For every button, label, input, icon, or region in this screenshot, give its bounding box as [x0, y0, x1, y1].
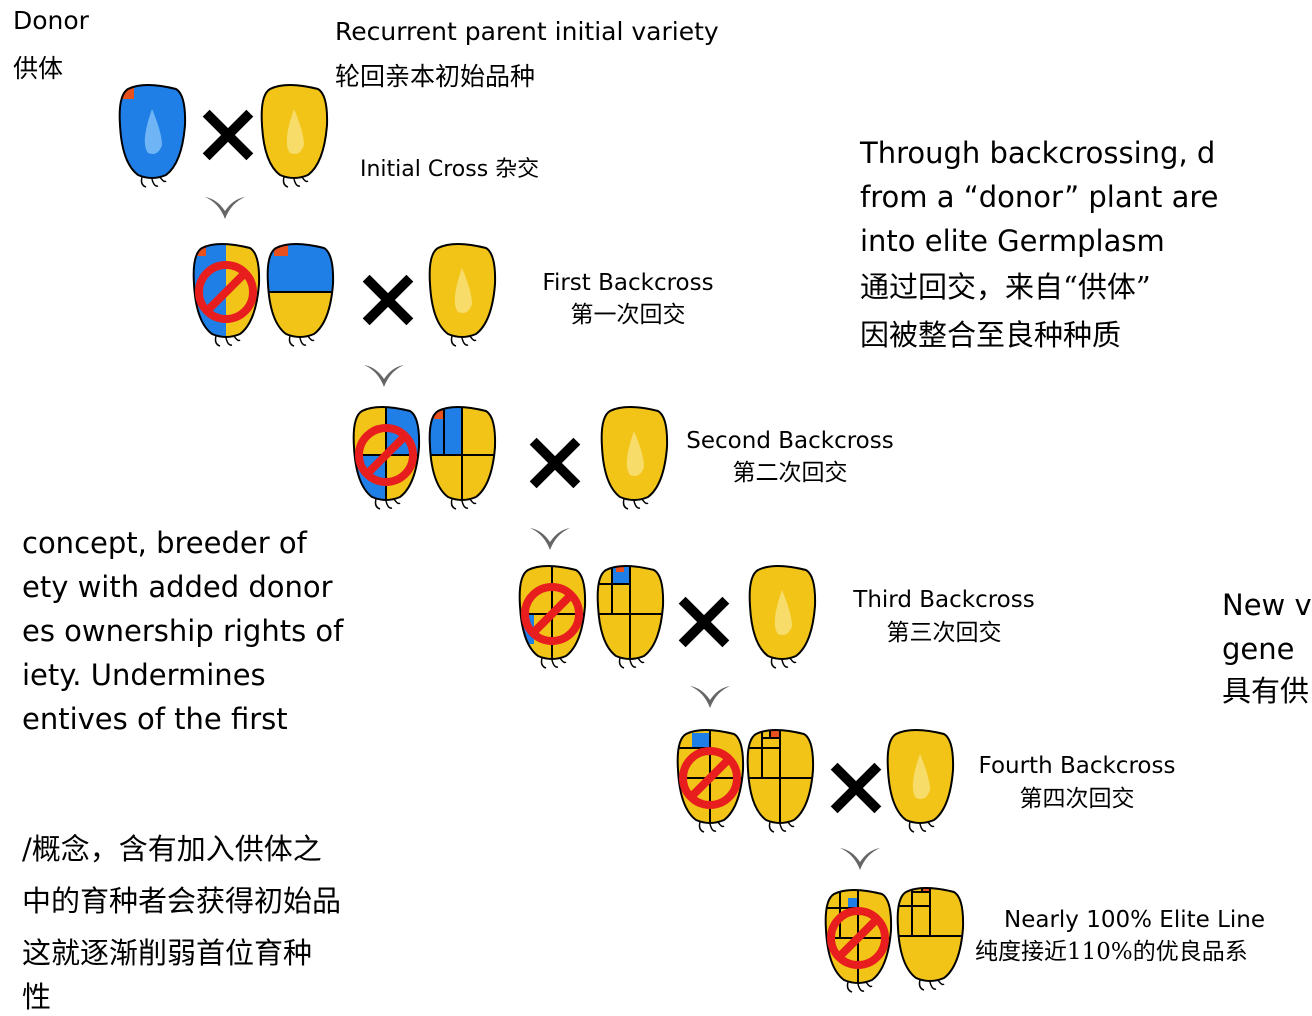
chevron-arrow-icon — [364, 365, 404, 387]
f1-seed-discarded — [186, 232, 266, 352]
chevron-arrow-icon — [690, 686, 730, 708]
x-mark-icon — [530, 438, 581, 489]
x-mark-icon — [679, 597, 730, 648]
bc1-seed-selected — [422, 395, 502, 515]
bc2-seed-discarded — [512, 554, 592, 674]
x-mark-icon — [363, 275, 414, 326]
bc2-seed-selected — [590, 554, 670, 674]
recurrent-seed-bc1 — [422, 232, 502, 346]
bc4-seed-discarded — [818, 878, 898, 998]
f1-seed-selected — [260, 232, 340, 352]
bc1-seed-discarded — [346, 395, 426, 515]
chevron-arrow-icon — [205, 197, 245, 219]
elite-line-seed — [890, 876, 970, 996]
bc3-seed-discarded — [670, 718, 750, 838]
donor-seed — [112, 73, 192, 187]
recurrent-seed — [254, 73, 334, 187]
bc3-seed-selected — [740, 718, 820, 838]
recurrent-seed-bc2 — [594, 395, 674, 509]
x-mark-icon — [831, 763, 882, 814]
recurrent-seed-bc3 — [742, 554, 822, 668]
recurrent-seed-bc4 — [880, 718, 960, 832]
chevron-arrow-icon — [530, 528, 570, 550]
chevron-arrow-icon — [840, 848, 880, 870]
x-mark-icon — [203, 110, 254, 161]
